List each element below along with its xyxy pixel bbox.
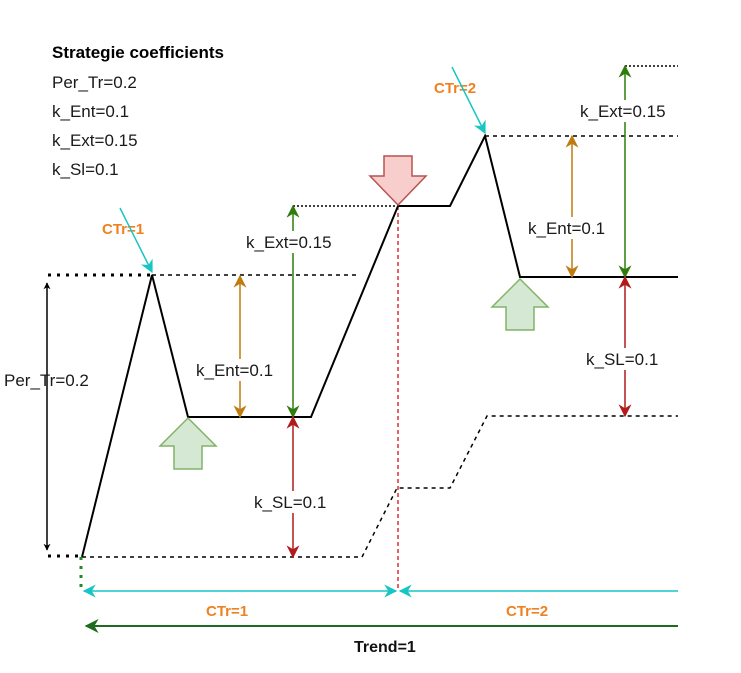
trend-label: Trend=1 (354, 639, 416, 656)
price-line (81, 133, 678, 558)
coefficient-k-ext: k_Ext=0.15 (52, 131, 138, 150)
k-ext-label-1: k_Ext=0.15 (246, 233, 332, 252)
buy-up-arrow-icon-2 (490, 277, 550, 331)
k-sl-label-2: k_SL=0.1 (586, 350, 658, 369)
coefficients-title: Strategie coefficients (52, 43, 224, 62)
k-ent-label-1: k_Ent=0.1 (196, 361, 273, 380)
k-ent-label-2: k_Ent=0.1 (528, 219, 605, 238)
coefficient-per-tr: Per_Tr=0.2 (52, 73, 137, 92)
ctr1-pointer-arrow (119, 207, 153, 274)
coefficient-k-ent: k_Ent=0.1 (52, 102, 129, 121)
coefficient-k-sl: k_Sl=0.1 (52, 160, 119, 179)
stop-loss-trailing-line (82, 415, 678, 558)
per-tr-label: Per_Tr=0.2 (4, 371, 89, 390)
ctr1-bottom-label: CTr=1 (206, 603, 248, 620)
k-ext-label-2: k_Ext=0.15 (580, 102, 666, 121)
ctr1-top-label: CTr=1 (102, 221, 144, 238)
buy-up-arrow-icon-1 (158, 416, 218, 470)
ctr2-pointer-arrow (451, 66, 486, 135)
k-sl-label-1: k_SL=0.1 (254, 493, 326, 512)
ctr2-top-label: CTr=2 (434, 80, 476, 97)
sell-down-arrow-icon (368, 155, 428, 207)
ctr2-bottom-label: CTr=2 (506, 603, 548, 620)
